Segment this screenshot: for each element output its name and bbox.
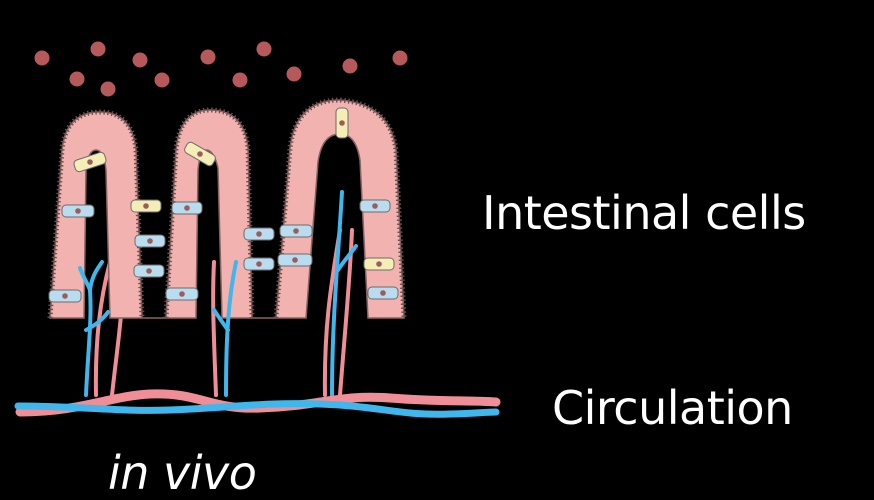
- particle-dot: [343, 59, 358, 74]
- particle-dot: [233, 73, 248, 88]
- in-vivo-label: in vivo: [108, 450, 256, 496]
- particle-dot: [257, 42, 272, 57]
- particle-dot: [101, 82, 116, 97]
- particle-dot: [91, 42, 106, 57]
- particle-dot: [201, 50, 216, 65]
- circulation-vessels: [18, 394, 496, 414]
- particle-dot: [35, 51, 50, 66]
- particle-dot: [287, 67, 302, 82]
- particle-dot: [155, 73, 170, 88]
- particle-dot: [133, 53, 148, 68]
- intestinal-cells-label: Intestinal cells: [482, 190, 806, 236]
- particle-dot: [393, 51, 408, 66]
- circulation-label: Circulation: [552, 385, 793, 431]
- particle-dot: [70, 72, 85, 87]
- particles: [35, 42, 408, 97]
